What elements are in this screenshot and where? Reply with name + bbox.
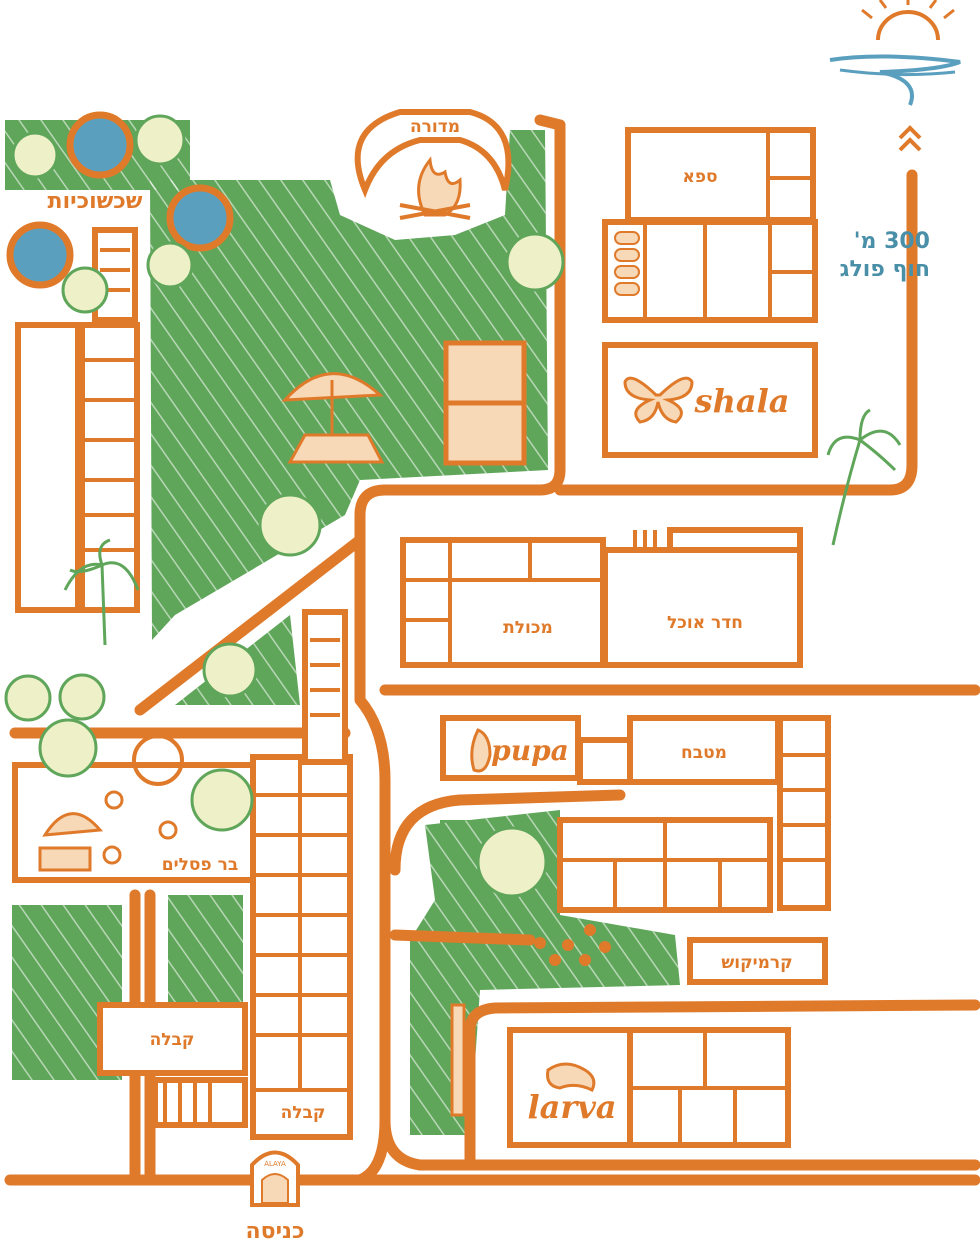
pupa-building: pupa xyxy=(440,715,581,781)
grocery-label: מכולת xyxy=(503,618,553,638)
larva-building: larva xyxy=(450,1003,791,1148)
entrance-gate[interactable]: ALAYA xyxy=(250,1150,300,1207)
beach-name-label: חוף פולג xyxy=(840,257,930,282)
pool-1 xyxy=(66,111,134,179)
trees xyxy=(4,114,565,898)
spa-label: ספא xyxy=(682,167,717,187)
palm-tree-icon xyxy=(63,408,902,646)
cocoon-icon xyxy=(470,728,492,773)
kitchen-label: מטבח xyxy=(681,743,727,763)
dining-block xyxy=(400,527,803,668)
dining-room-label: חדר אוכל xyxy=(667,613,743,633)
beach-distance-label: 300 מ' xyxy=(854,229,930,254)
sun-icon xyxy=(829,0,961,152)
pupa-brand: pupa xyxy=(491,734,569,767)
larva-brand: larva xyxy=(527,1088,616,1126)
reception-block xyxy=(97,609,353,1140)
spa-block xyxy=(602,127,818,323)
sculpture-bar-label: בר פסלים xyxy=(162,855,238,875)
beach-umbrella-icon xyxy=(281,372,385,464)
fire-pit-label: מדורה xyxy=(410,117,460,137)
reception-label-1: קבלה xyxy=(150,1030,195,1050)
pool-2 xyxy=(166,184,234,252)
fire-pit xyxy=(354,109,512,220)
ceramics-building xyxy=(687,937,828,985)
deck-platforms xyxy=(443,340,527,466)
caterpillar-icon xyxy=(546,1062,596,1092)
kitchen-block xyxy=(557,715,831,913)
entrance-label: כניסה xyxy=(246,1219,305,1244)
shala-building: shala xyxy=(602,342,818,458)
shala-brand: shala xyxy=(694,382,790,420)
cabins-label: שכשוכיות xyxy=(48,189,143,214)
roads xyxy=(4,114,980,1186)
reception-label-2: קבלה xyxy=(281,1103,326,1123)
butterfly-icon xyxy=(623,376,694,424)
orange-tree-fruits xyxy=(534,924,611,966)
pool-3 xyxy=(6,221,74,289)
campfire-icon xyxy=(417,156,462,217)
entrance-sign: ALAYA xyxy=(264,1160,286,1168)
ceramics-label: קרמיקוש xyxy=(721,953,792,973)
